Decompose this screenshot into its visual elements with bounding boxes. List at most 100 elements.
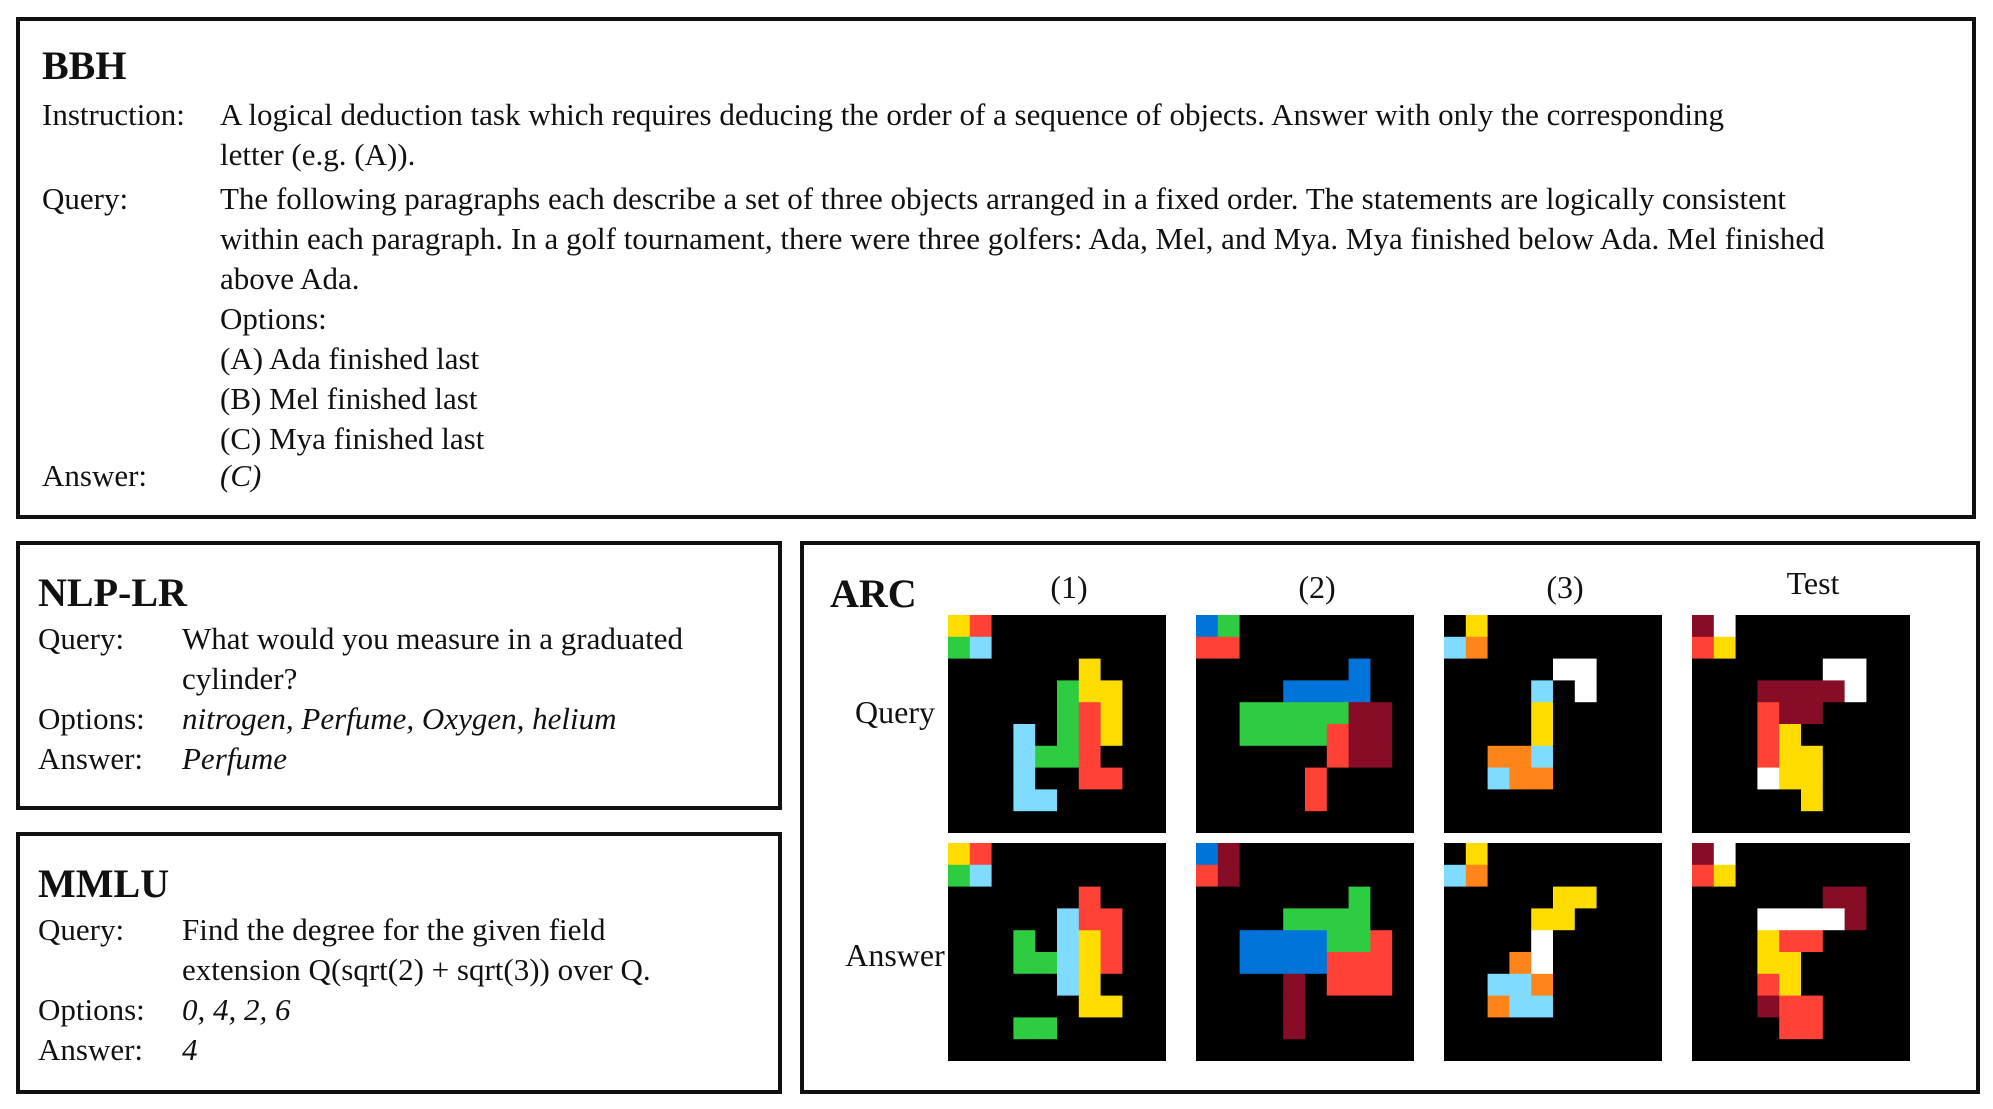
arc-cell	[1531, 952, 1554, 975]
arc-cell	[1217, 789, 1240, 812]
arc-cell	[991, 636, 1014, 659]
arc-cell	[1618, 745, 1641, 768]
arc-cell	[1713, 789, 1736, 812]
arc-cell	[1888, 864, 1910, 887]
arc-cell	[1261, 886, 1284, 909]
arc-cell	[1844, 886, 1867, 909]
arc-cell	[1035, 973, 1058, 996]
arc-cell	[1618, 1017, 1641, 1040]
arc-cell	[1035, 952, 1058, 975]
arc-cell	[1757, 680, 1780, 703]
arc-cell	[1144, 636, 1166, 659]
bbh-answer-text: (C)	[220, 458, 262, 493]
arc-cell	[1553, 973, 1576, 996]
arc-cell	[1261, 745, 1284, 768]
arc-cell	[1531, 973, 1554, 996]
arc-cell	[1888, 724, 1910, 747]
arc-cell	[1888, 1017, 1910, 1040]
arc-cell	[1735, 745, 1758, 768]
arc-cell	[1757, 864, 1780, 887]
arc-cell	[1239, 724, 1262, 747]
arc-cell	[1283, 658, 1306, 681]
arc-cell	[1757, 886, 1780, 909]
arc-cell	[1217, 843, 1240, 866]
arc-cell	[1801, 789, 1824, 812]
arc-cell	[1122, 864, 1145, 887]
arc-cell	[948, 886, 971, 909]
mmlu-panel: MMLU Query: Find the degree for the give…	[16, 832, 782, 1094]
arc-cell	[1444, 702, 1467, 725]
arc-cell	[1692, 1039, 1715, 1061]
arc-cell	[1509, 745, 1532, 768]
arc-cell	[1640, 658, 1662, 681]
arc-cell	[1392, 973, 1414, 996]
arc-cell	[1866, 1039, 1889, 1061]
nlp-lr-answer-label: Answer:	[38, 741, 144, 776]
arc-cell	[1509, 1039, 1532, 1061]
arc-cell	[1305, 864, 1328, 887]
arc-cell	[1509, 724, 1532, 747]
arc-cell	[1713, 843, 1736, 866]
arc-cell	[1261, 1039, 1284, 1061]
arc-cell	[1692, 995, 1715, 1018]
arc-cell	[1822, 1017, 1845, 1040]
arc-cell	[991, 973, 1014, 996]
arc-cell	[1305, 886, 1328, 909]
arc-cell	[1239, 702, 1262, 725]
arc-cell	[1779, 724, 1802, 747]
arc-cell	[1326, 680, 1349, 703]
arc-cell	[1801, 702, 1824, 725]
arc-cell	[1553, 930, 1576, 953]
arc-cell	[1640, 1039, 1662, 1061]
arc-cell	[1509, 864, 1532, 887]
arc-cell	[1217, 811, 1240, 833]
arc-cell	[1013, 811, 1036, 833]
arc-cell	[1326, 745, 1349, 768]
arc-cell	[1239, 811, 1262, 833]
arc-cell	[1035, 1039, 1058, 1061]
arc-cell	[1100, 702, 1123, 725]
arc-cell	[1217, 658, 1240, 681]
arc-cell	[1283, 745, 1306, 768]
arc-cell	[1370, 615, 1393, 638]
arc-cell	[1574, 702, 1597, 725]
arc-cell	[1844, 1017, 1867, 1040]
arc-cell	[1370, 952, 1393, 975]
arc-cell	[1057, 724, 1080, 747]
arc-cell	[1574, 615, 1597, 638]
arc-cell	[1196, 864, 1219, 887]
arc-cell	[1305, 952, 1328, 975]
arc-cell	[1735, 995, 1758, 1018]
arc-cell	[1144, 930, 1166, 953]
arc-cell	[1326, 1039, 1349, 1061]
arc-cell	[1596, 995, 1619, 1018]
arc-cell	[969, 952, 992, 975]
arc-cell	[1100, 908, 1123, 931]
arc-cell	[1822, 952, 1845, 975]
arc-cell	[948, 1039, 971, 1061]
arc-cell	[1261, 702, 1284, 725]
arc-cell	[1144, 886, 1166, 909]
arc-cell	[1239, 930, 1262, 953]
arc-cell	[1866, 767, 1889, 790]
arc-cell	[1618, 1039, 1641, 1061]
arc-cell	[1122, 908, 1145, 931]
arc-cell	[1531, 1017, 1554, 1040]
arc-cell	[1692, 767, 1715, 790]
arc-cell	[1866, 995, 1889, 1018]
arc-cell	[1370, 908, 1393, 931]
arc-cell	[1348, 1039, 1371, 1061]
arc-cell	[1348, 615, 1371, 638]
arc-cell	[1392, 658, 1414, 681]
arc-cell	[1713, 767, 1736, 790]
arc-grid-3-answer	[1444, 843, 1662, 1061]
arc-cell	[948, 680, 971, 703]
arc-cell	[1801, 1017, 1824, 1040]
arc-title: ARC	[830, 571, 917, 616]
arc-cell	[1217, 952, 1240, 975]
arc-cell	[1057, 789, 1080, 812]
arc-cell	[1713, 724, 1736, 747]
arc-cell	[1196, 973, 1219, 996]
arc-cell	[1618, 767, 1641, 790]
arc-cell	[991, 908, 1014, 931]
